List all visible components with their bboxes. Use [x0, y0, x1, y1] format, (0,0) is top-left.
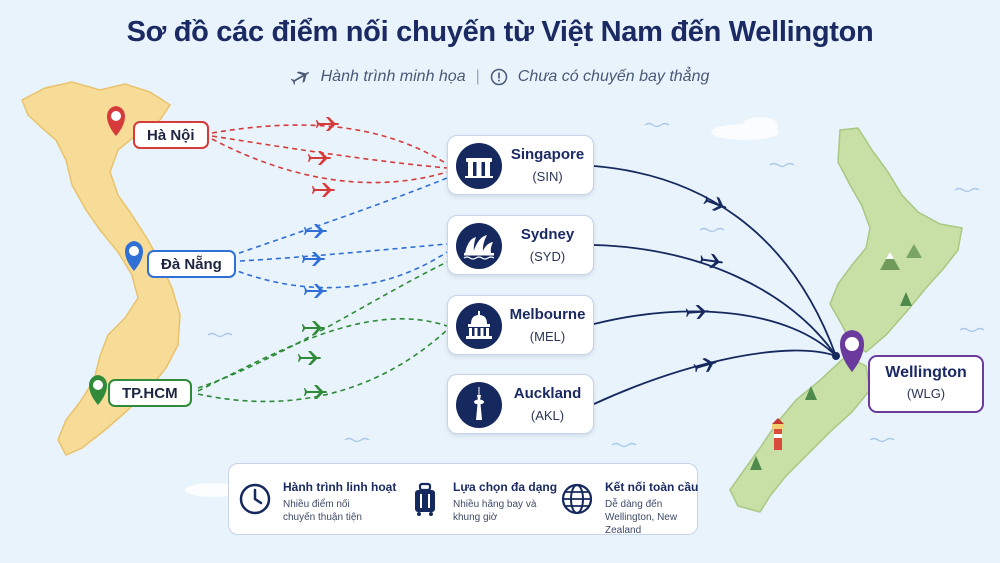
hub-card-melbourne: Melbourne (MEL) [447, 295, 594, 355]
routes-to-wellington [593, 165, 837, 405]
hub-code: (SIN) [532, 169, 563, 184]
origin-label-danang: Đà Nẵng [147, 250, 236, 278]
origin-name: Đà Nẵng [161, 255, 222, 273]
red-map-pin-icon [107, 106, 125, 136]
domed-building-icon [456, 303, 502, 349]
planes-hcm [298, 321, 327, 399]
origin-name: TP.HCM [122, 384, 178, 402]
page-title: Sơ đồ các điểm nối chuyến từ Việt Nam đế… [126, 16, 874, 48]
sky-tower-icon [456, 382, 502, 428]
nz-south-island [729, 355, 871, 513]
feature-title: Lựa chọn đa dạng [453, 480, 558, 494]
subtitle-left-text: Hành trình minh họa [320, 68, 466, 85]
routes-danang [221, 177, 448, 289]
hub-name: Auckland [513, 385, 582, 402]
origin-name: Hà Nội [147, 126, 195, 144]
marina-bay-sands-icon [456, 143, 502, 189]
feature-flexible: Hành trình linh hoạt Nhiều điểm nối chuy… [229, 464, 396, 534]
globe-icon [561, 483, 593, 515]
planes-to-wellington [685, 193, 729, 376]
hub-code: (MEL) [529, 329, 566, 344]
clock-icon [239, 483, 271, 515]
subtitle-bar: Hành trình minh họa | Chưa có chuyến bay… [0, 68, 1000, 86]
hub-name: Sydney [520, 226, 575, 243]
origin-label-hanoi: Hà Nội [133, 121, 209, 149]
hub-name: Singapore [510, 146, 585, 163]
exclamation-circle-icon [490, 68, 508, 86]
routes-hcm [197, 261, 448, 403]
blue-map-pin-icon [125, 241, 143, 271]
subtitle-separator: | [475, 68, 480, 85]
feature-title: Hành trình linh hoạt [283, 480, 397, 494]
destination-code: (WLG) [906, 386, 946, 401]
feature-title: Kết nối toàn cầu [605, 480, 699, 494]
feature-global: Kết nối toàn cầu Dễ dàng đến Wellington,… [551, 464, 699, 536]
destination-name: Wellington [885, 364, 967, 381]
hub-card-auckland: Auckland (AKL) [447, 374, 594, 434]
feature-desc: Nhiều điểm nối chuyến thuận tiện [283, 499, 362, 523]
origin-label-hcm: TP.HCM [108, 379, 192, 407]
feature-desc: Nhiều hãng bay và khung giờ [453, 499, 537, 523]
features-panel: Hành trình linh hoạt Nhiều điểm nối chuy… [228, 463, 699, 536]
sea-waves [207, 122, 985, 448]
mountain-icon [880, 244, 922, 270]
sydney-opera-house-icon [456, 223, 502, 269]
planes-hanoi [308, 117, 339, 197]
nz-north-island [829, 127, 963, 353]
purple-map-pin-icon [840, 330, 864, 372]
lighthouse-icon [772, 418, 784, 450]
destination-card-wellington: Wellington (WLG) [868, 355, 984, 413]
hub-name: Melbourne [509, 306, 586, 323]
routes-hanoi [211, 124, 448, 184]
hub-code: (SYD) [529, 249, 566, 264]
feature-desc: Dễ dàng đến Wellington, New Zealand [605, 499, 678, 536]
luggage-icon [415, 482, 435, 516]
hub-card-singapore: Singapore (SIN) [447, 135, 594, 195]
hub-card-sydney: Sydney (SYD) [447, 215, 594, 275]
subtitle-right-text: Chưa có chuyến bay thẳng [517, 68, 710, 85]
vietnam-map [21, 81, 181, 456]
planes-danang [302, 224, 327, 298]
airplane-icon [290, 69, 311, 85]
green-map-pin-icon [89, 375, 107, 405]
hub-code: (AKL) [530, 408, 565, 423]
feature-diverse: Lựa chọn đa dạng Nhiều hãng bay và khung… [399, 464, 557, 534]
tree-icon [750, 292, 912, 470]
